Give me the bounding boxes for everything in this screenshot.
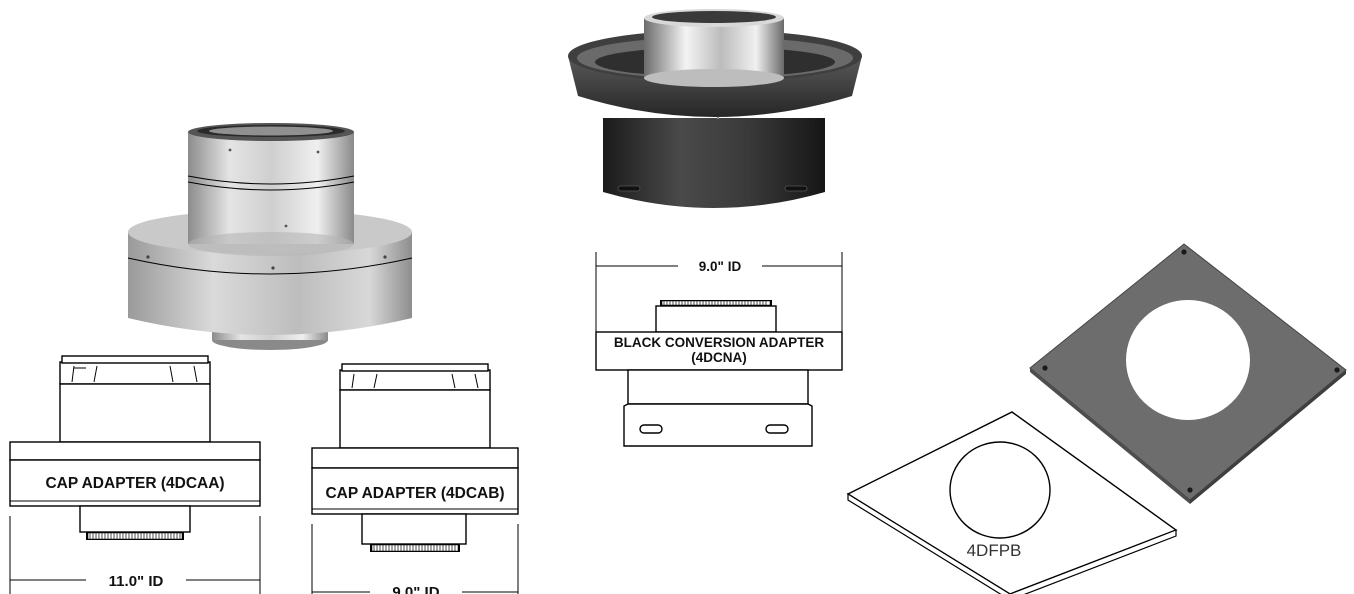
dark-plate (1029, 243, 1347, 504)
black-adapter-photo (568, 9, 862, 208)
ab-width-dimension: 9.0" ID (392, 584, 439, 594)
black-width-dimension: 9.0" ID (699, 259, 742, 274)
light-plate-outline: 4DFPB (846, 411, 1178, 594)
black-adapter-label-line2: (4DCNA) (691, 350, 747, 365)
cap-adapter-aa-label: CAP ADAPTER (4DCAA) (45, 475, 224, 492)
black-adapter-drawing: 9.0" ID BLACK CONVERSION ADAPTER (595, 252, 843, 447)
cap-adapter-ab-label: CAP ADAPTER (4DCAB) (325, 485, 504, 502)
cap-adapter-photo (127, 123, 413, 350)
cap-adapter-ab-drawing: CAP ADAPTER (4DCAB) 9.0" ID (311, 363, 519, 594)
plate-label: 4DFPB (967, 541, 1022, 560)
black-adapter-label-line1: BLACK CONVERSION ADAPTER (614, 335, 825, 350)
cap-adapter-aa-drawing: CAP ADAPTER (4DCAA) 11.0" ID (9, 355, 261, 594)
aa-width-dimension: 11.0" ID (109, 573, 164, 590)
